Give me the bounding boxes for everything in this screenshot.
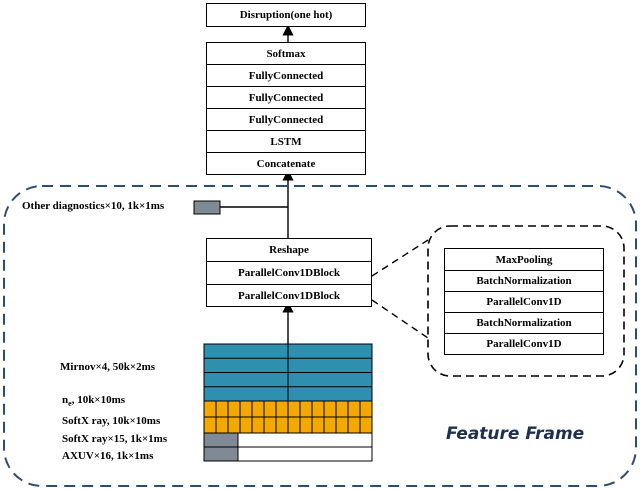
softx15-white (237, 432, 373, 448)
axuv-gray (203, 446, 239, 462)
top-layer-stack: Softmax FullyConnected FullyConnected Fu… (206, 42, 366, 175)
axuv-label: AXUV×16, 1k×1ms (62, 450, 154, 462)
layer-fully-connected-2: FullyConnected (207, 86, 365, 108)
layer-parallel-conv1d-block-1: ParallelConv1DBlock (207, 261, 371, 284)
block-detail-stack: MaxPooling BatchNormalization ParallelCo… (444, 248, 604, 355)
ne-main: n (62, 394, 69, 406)
layer-fully-connected-3: FullyConnected (207, 108, 365, 130)
other-diagnostics-block (193, 200, 221, 215)
axuv-white (237, 446, 373, 462)
softx15-gray (203, 432, 239, 448)
layer-parallel-conv1d-block-2: ParallelConv1DBlock (207, 284, 371, 306)
layer-reshape: Reshape (269, 244, 309, 256)
output-label: Disruption(one hot) (239, 9, 333, 21)
feature-layer-stack: Reshape ParallelConv1DBlock ParallelConv… (206, 238, 372, 307)
layer-parallel-conv1d-1: ParallelConv1D (445, 291, 603, 312)
other-diagnostics-label: Other diagnostics×10, 1k×1ms (22, 200, 165, 212)
layer-max-pooling: MaxPooling (495, 253, 553, 266)
mirnov-label: Mirnov×4, 50k×2ms (60, 361, 156, 373)
block-detail-border (427, 225, 625, 377)
zoom-line-bottom (371, 299, 429, 339)
layer-batch-normalization-1: BatchNormalization (445, 270, 603, 291)
softx-ray-label: SoftX ray, 10k×10ms (62, 415, 161, 427)
zoom-line-top (371, 239, 429, 277)
feature-frame-border (3, 185, 637, 487)
layer-batch-normalization-2: BatchNormalization (445, 312, 603, 333)
layer-concatenate: Concatenate (207, 152, 365, 174)
ne-label: ne, 10k×10ms (62, 394, 125, 408)
ne-rest: , 10k×10ms (71, 394, 126, 406)
feature-frame-label: Feature Frame (446, 424, 585, 444)
output-box: Disruption(one hot) (206, 3, 366, 27)
layer-lstm: LSTM (207, 130, 365, 152)
softx-ray-15-label: SoftX ray×15, 1k×1ms (62, 433, 168, 445)
layer-parallel-conv1d-2: ParallelConv1D (445, 333, 603, 354)
input-tensor (203, 343, 373, 462)
layer-softmax: Softmax (266, 47, 306, 60)
layer-fully-connected-1: FullyConnected (207, 64, 365, 86)
ne-subscript: e (68, 399, 72, 409)
